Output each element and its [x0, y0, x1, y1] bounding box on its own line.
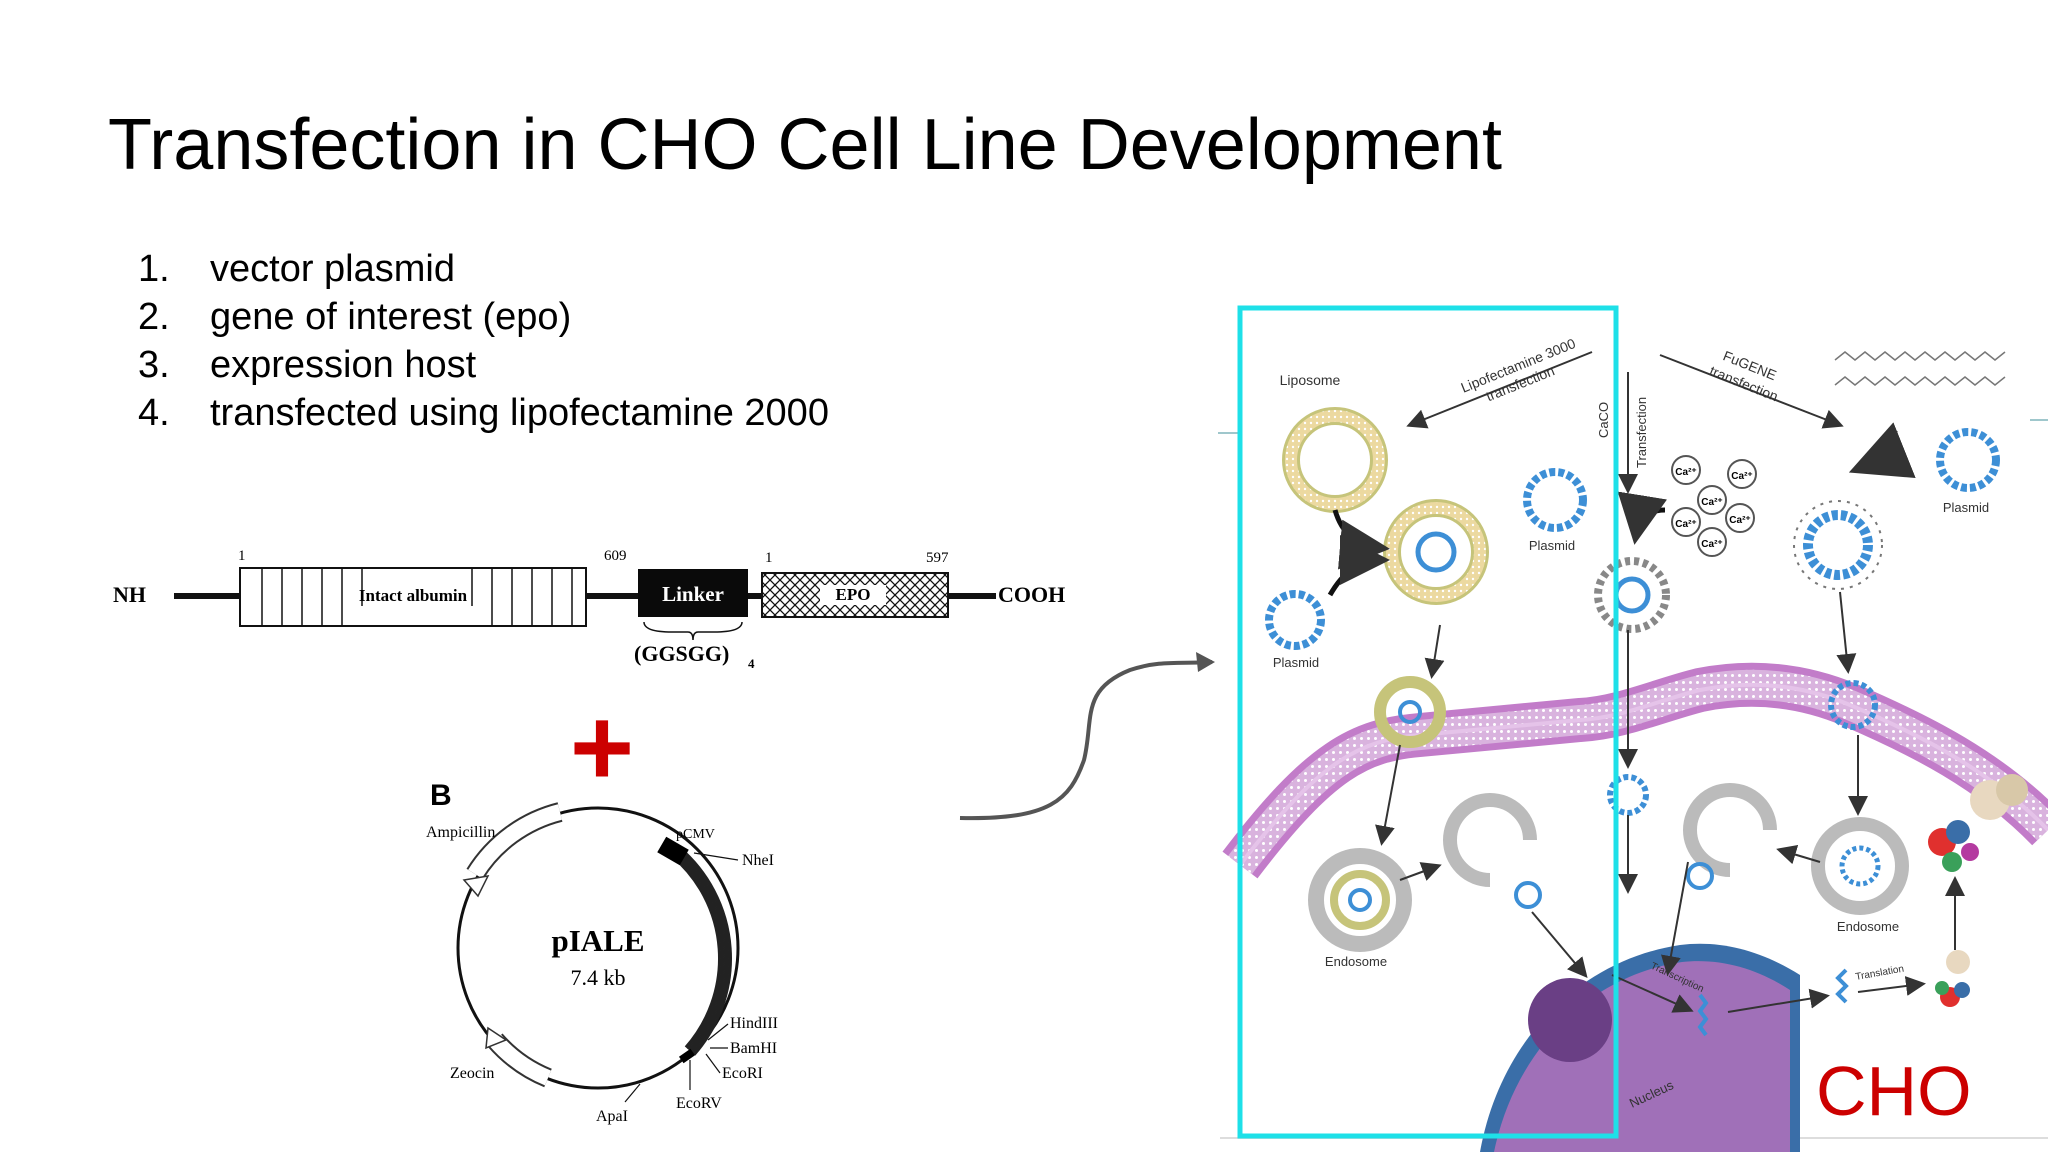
linker-label: Linker: [662, 582, 724, 606]
zeocin-label: Zeocin: [450, 1065, 494, 1082]
albumin-start: 1: [238, 548, 246, 564]
endosome-left: [1308, 848, 1412, 952]
endosome-right: [1811, 817, 1909, 915]
plasmid-backbone: [456, 806, 740, 1090]
linker-subscript: 4: [748, 656, 755, 671]
slide-title: Transfection in CHO Cell Line Developmen…: [108, 105, 1502, 185]
ecori-label: EcoRI: [722, 1065, 763, 1082]
plasmid-right-label: Plasmid: [1943, 500, 1989, 515]
epo-end: 597: [926, 550, 949, 566]
linker-block: [638, 569, 748, 617]
calcium-complex: [1594, 557, 1670, 633]
protein-structure: [1928, 774, 2028, 1007]
transfection-diagram: Nucleus Liposome Plasmid Lipofectamine 3…: [1218, 335, 2048, 1152]
steps-list: 1. vector plasmid 2. gene of interest (epo…: [138, 245, 829, 437]
plasmid-size: 7.4 kb: [571, 965, 626, 990]
epo-start: 1: [765, 550, 773, 566]
list-item: 3. expression host: [138, 341, 829, 389]
step-text: vector plasmid: [210, 248, 455, 290]
fusion-construct-diagram: NH Intact albumin 1 609 Linker (GGSGG) 4…: [113, 548, 1065, 671]
hindiii-label: HindIII: [730, 1015, 778, 1032]
translation-label: Translation: [1855, 964, 1905, 983]
albumin-stripes: [261, 568, 573, 626]
step-number: 1.: [138, 248, 170, 290]
liposome-label: Liposome: [1280, 372, 1341, 388]
calcium-ion-label: Ca²⁺: [1701, 497, 1722, 508]
calcium-ion-label: Ca²⁺: [1729, 515, 1750, 526]
calcium-ion-label: Ca²⁺: [1701, 539, 1722, 550]
albumin-block: [239, 567, 587, 627]
step-number: 3.: [138, 344, 170, 386]
cooh-label: COOH: [998, 582, 1065, 607]
plus-sign: +: [570, 686, 634, 809]
pcmv-marker: [657, 836, 689, 866]
fugene-lipid-chain: [1834, 351, 2006, 361]
linker-sequence: (GGSGG): [634, 641, 729, 666]
step-text: expression host: [210, 344, 477, 386]
endosome-left-label: Endosome: [1325, 954, 1387, 969]
plasmid-left: [1265, 590, 1325, 650]
calcium-ion-label: Ca²⁺: [1675, 467, 1696, 478]
bamhi-label: BamHI: [730, 1040, 777, 1057]
plasmid-center-label: Plasmid: [1529, 538, 1575, 553]
calcium-ion-label: Ca²⁺: [1675, 519, 1696, 530]
step-number: 2.: [138, 296, 170, 338]
panel-label: B: [430, 779, 452, 812]
list-item: 4. transfected using lipofectamine 2000: [138, 389, 829, 437]
albumin-end: 609: [604, 548, 627, 564]
step-text: transfected using lipofectamine 2000: [210, 392, 829, 434]
fugene-complex: [1793, 500, 1883, 590]
nucleus: [1494, 961, 1790, 1152]
calcium-ion-label: Ca²⁺: [1731, 471, 1752, 482]
plasmid-right: [1936, 428, 2000, 492]
nhei-label: NheI: [742, 852, 774, 869]
ecorv-label: EcoRV: [676, 1095, 722, 1112]
plasmid-center: [1523, 468, 1587, 532]
nh-label: NH: [113, 582, 146, 607]
apai-label: ApaI: [596, 1108, 628, 1125]
cho-label: CHO: [1816, 1052, 1972, 1130]
highlight-box: [1237, 305, 1619, 1139]
endosome-right-label: Endosome: [1837, 919, 1899, 934]
plasmid-left-label: Plasmid: [1273, 655, 1319, 670]
pcmv-label: pCMV: [676, 827, 715, 842]
nucleolus: [1528, 978, 1612, 1062]
albumin-label: Intact albumin: [359, 586, 468, 605]
calcium-ions: Ca²⁺ Ca²⁺ Ca²⁺ Ca²⁺ Ca²⁺ Ca²⁺: [1671, 455, 1757, 557]
caco-label: CaCO: [1596, 402, 1611, 438]
connector-arrow: [959, 660, 1213, 821]
ampicillin-label: Ampicillin: [426, 824, 495, 841]
list-item: 2. gene of interest (epo): [138, 293, 829, 341]
epo-label: EPO: [836, 585, 871, 604]
list-item: 1. vector plasmid: [138, 245, 829, 293]
plasmid-name: pIALE: [551, 923, 644, 958]
step-number: 4.: [138, 392, 170, 434]
plasmid-map: B pIALE 7.4 kb Ampicillin pCMV NheI Hind…: [426, 779, 778, 1125]
step-text: gene of interest (epo): [210, 296, 572, 338]
caco-sublabel: Transfection: [1634, 397, 1649, 468]
